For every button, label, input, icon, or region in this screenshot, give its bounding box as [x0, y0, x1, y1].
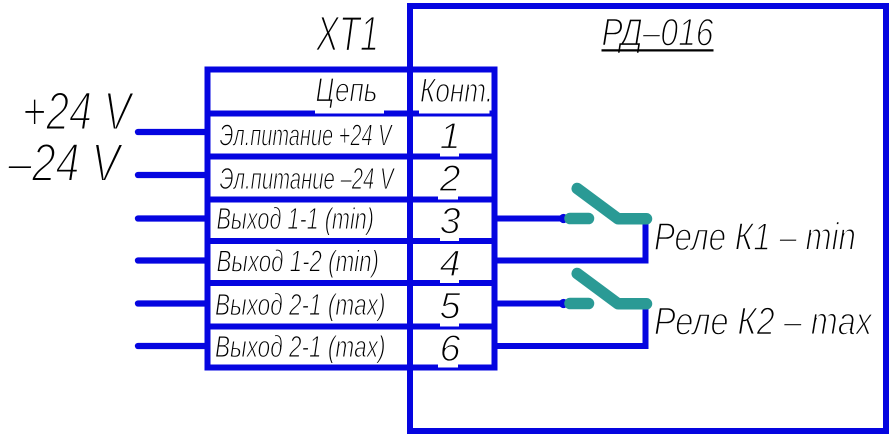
svg-text:Реле К1 – min: Реле К1 – min: [654, 216, 856, 259]
svg-text:Реле К2 – max: Реле К2 – max: [654, 301, 873, 344]
svg-text:1: 1: [440, 115, 461, 157]
svg-text:Цепь: Цепь: [316, 72, 378, 110]
svg-text:6: 6: [440, 327, 461, 369]
svg-text:4: 4: [440, 242, 461, 284]
svg-text:Выход 2-1 (max): Выход 2-1 (max): [215, 329, 386, 364]
svg-text:Выход 2-1 (max): Выход 2-1 (max): [215, 287, 386, 322]
svg-text:Выход 1-1 (min): Выход 1-1 (min): [217, 201, 375, 236]
svg-text:Эл.питание –24 V: Эл.питание –24 V: [220, 161, 396, 196]
svg-text:3: 3: [440, 200, 461, 242]
svg-text:XT1: XT1: [315, 8, 379, 62]
svg-text:Эл.питание +24 V: Эл.питание +24 V: [220, 118, 394, 153]
svg-text:5: 5: [440, 285, 461, 327]
svg-text:2: 2: [439, 157, 461, 199]
svg-text:РД–016: РД–016: [602, 12, 714, 55]
svg-text:+24 V: +24 V: [22, 83, 134, 142]
svg-text:Выход 1-2 (min): Выход 1-2 (min): [217, 244, 380, 279]
svg-text:Конт.: Конт.: [420, 72, 493, 110]
svg-text:–24 V: –24 V: [7, 134, 123, 193]
